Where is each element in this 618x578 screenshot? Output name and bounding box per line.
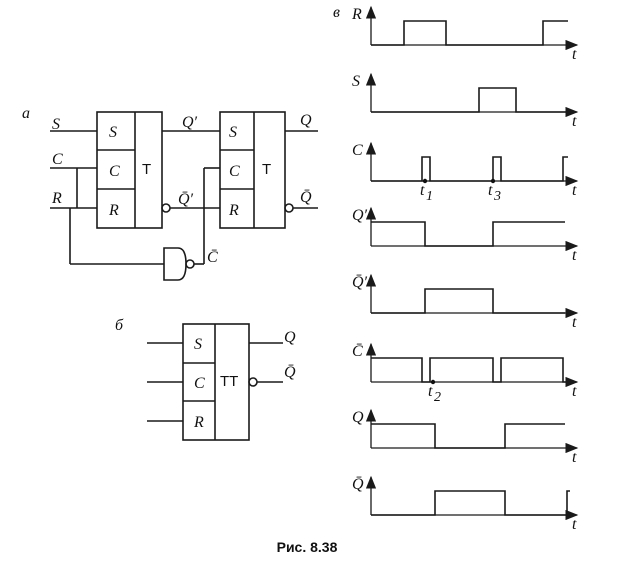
time-axis-label: t: [572, 247, 577, 264]
output-q: Q: [300, 112, 312, 129]
time-axis-label: t: [572, 516, 577, 533]
time-marker-t1-subscript: 1: [426, 189, 433, 204]
signal-c-bar: C̄: [207, 249, 218, 266]
waveform-c: [371, 156, 568, 182]
timing-signal-label: Q̄′: [352, 274, 368, 291]
timing-row-qp: Q′ t: [352, 206, 579, 264]
time-marker-t2-subscript: 2: [434, 390, 441, 405]
time-axis-label: t: [572, 46, 577, 63]
time-marker-t3-subscript: 3: [493, 189, 501, 204]
waveform-r: [371, 20, 568, 46]
time-marker-t1-dot: [422, 178, 428, 184]
timing-row-r: Rt: [351, 5, 579, 63]
waveform-cb: [371, 357, 568, 383]
timing-signal-label: Q̄: [352, 476, 364, 493]
time-marker-t1-label: t: [420, 182, 425, 199]
time-axis-label: t: [572, 113, 577, 130]
timing-signal-label: R: [351, 6, 362, 23]
figure-caption: Рис. 8.38: [277, 539, 338, 555]
combined-flip-flop: S C R TT: [147, 323, 283, 441]
flip-flop-2: S C R T: [219, 111, 286, 229]
timing-row-qb: Q̄ t: [352, 475, 579, 533]
circuit-a-wires: [50, 130, 318, 281]
tt-output-q: Q: [284, 329, 296, 346]
output-q-bar: Q̄: [300, 189, 312, 206]
time-marker-t3-dot: [490, 178, 496, 184]
waveform-q: [371, 423, 565, 449]
timing-signal-label: Q′: [352, 207, 368, 224]
ff1-pin-s: S: [109, 124, 117, 141]
tt-inversion-bubble: [248, 377, 258, 387]
panel-label-b: б: [115, 317, 124, 334]
signal-q-prime: Q′: [182, 114, 198, 131]
waveform-qbp: [371, 288, 565, 314]
time-axis-label: t: [572, 314, 577, 331]
waveform-s: [371, 87, 568, 113]
tt-pin-r: R: [193, 414, 204, 431]
timing-row-q: Qt: [352, 408, 579, 466]
timing-row-cb: C̄ t: [352, 342, 579, 400]
timing-row-c: Ct: [352, 141, 579, 199]
panel-label-a: а: [22, 105, 30, 122]
time-marker-t2-label: t: [428, 383, 433, 400]
ff2-pin-s: S: [229, 124, 237, 141]
waveform-qp: [371, 221, 565, 247]
timing-signal-label: C̄: [352, 343, 363, 360]
ff2-pin-r: R: [228, 202, 239, 219]
time-axis-label: t: [572, 383, 577, 400]
input-label-s: S: [52, 116, 60, 133]
timing-signal-label: C: [352, 142, 363, 159]
time-axis-label: t: [572, 182, 577, 199]
signal-qbar-prime: Q̄′: [178, 191, 194, 208]
ff1-pin-r: R: [108, 202, 119, 219]
flip-flop-1: S C R T: [96, 111, 163, 229]
ff2-type: T: [262, 161, 271, 178]
time-marker-t3-label: t: [488, 182, 493, 199]
inverter-bubble: [185, 259, 195, 269]
timing-signal-label: Q: [352, 409, 364, 426]
time-axis-label: t: [572, 449, 577, 466]
tt-pin-s: S: [194, 336, 202, 353]
tt-type: TT: [220, 373, 238, 390]
inverter-gate: [163, 247, 187, 281]
input-label-r: R: [51, 190, 62, 207]
ff1-inversion-bubble: [161, 203, 171, 213]
ff1-type: T: [142, 161, 151, 178]
timing-signal-label: S: [352, 73, 360, 90]
tt-output-q-bar: Q̄: [284, 364, 296, 381]
waveform-qb: [371, 490, 570, 516]
input-label-c: C: [52, 151, 63, 168]
tt-pin-c: C: [194, 375, 205, 392]
ff2-pin-c: C: [229, 163, 240, 180]
ff2-inversion-bubble: [284, 203, 294, 213]
time-marker-t2-dot: [430, 379, 436, 385]
timing-row-qbp: Q̄′ t: [352, 273, 579, 331]
ff1-pin-c: C: [109, 163, 120, 180]
timing-row-s: St: [352, 72, 579, 130]
panel-label-v: в: [333, 4, 340, 21]
